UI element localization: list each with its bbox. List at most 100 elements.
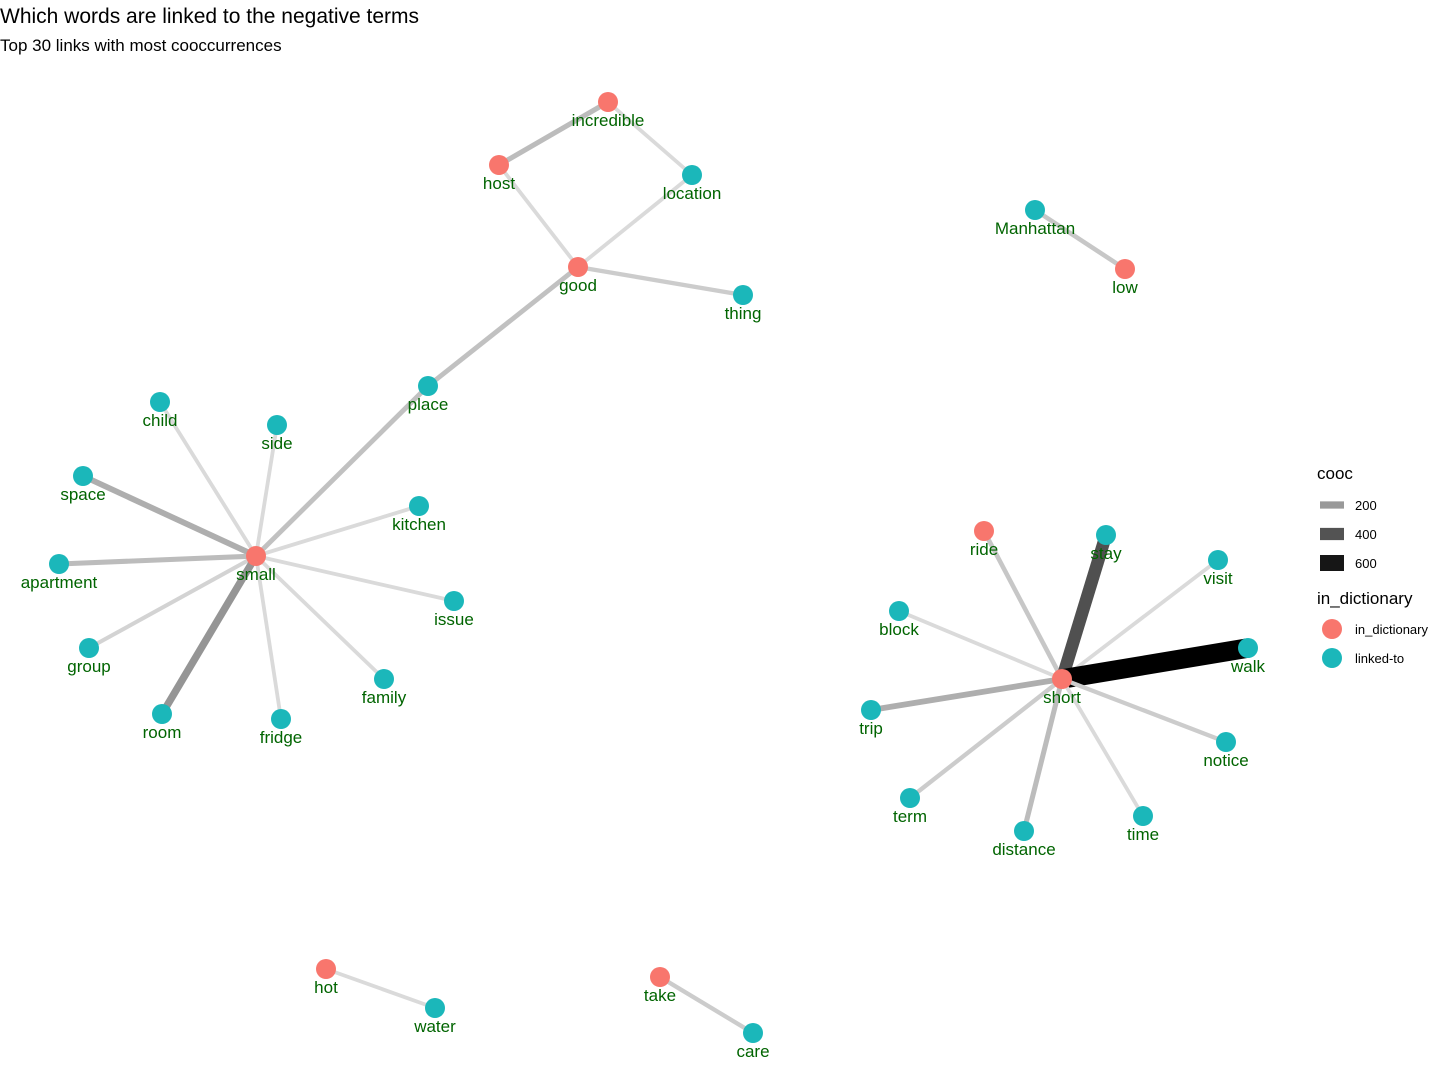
node-ride (974, 521, 994, 541)
edge-distance-short (1021, 678, 1065, 832)
node-label-low: low (1112, 278, 1138, 297)
edge-side-small (254, 424, 279, 557)
node-layer (49, 92, 1258, 1043)
edge-place-small (254, 384, 430, 558)
node-label-issue: issue (434, 610, 474, 629)
node-label-stay: stay (1090, 544, 1122, 563)
edge-visit-short (1060, 558, 1220, 681)
node-hot (316, 959, 336, 979)
chart-subtitle: Top 30 links with most cooccurrences (0, 36, 282, 55)
node-distance (1014, 821, 1034, 841)
node-side (267, 415, 287, 435)
edge-block-short (898, 609, 1063, 681)
node-label-short: short (1043, 688, 1081, 707)
node-notice (1216, 732, 1236, 752)
node-water (425, 998, 445, 1018)
node-label-apartment: apartment (21, 573, 98, 592)
node-issue (444, 591, 464, 611)
node-label-trip: trip (859, 719, 883, 738)
legend-cooc-label-600: 600 (1355, 556, 1377, 571)
node-label-care: care (736, 1042, 769, 1061)
edge-layer (58, 99, 1250, 1035)
edge-term-short (908, 677, 1064, 800)
legend-cooc-label-200: 200 (1355, 498, 1377, 513)
edge-Manhattan-low (1033, 208, 1127, 271)
node-label-group: group (67, 657, 110, 676)
label-layer: incrediblehostlocationgoodthingplaceManh… (21, 111, 1266, 1061)
edge-notice-short (1061, 676, 1227, 745)
node-label-hot: hot (314, 978, 338, 997)
node-incredible (598, 92, 618, 112)
chart-title: Which words are linked to the negative t… (0, 5, 420, 28)
node-block (889, 601, 909, 621)
node-label-space: space (60, 485, 105, 504)
node-good (568, 257, 588, 277)
node-label-good: good (559, 276, 597, 295)
edge-issue-small (255, 554, 455, 603)
node-label-small: small (236, 565, 276, 584)
node-label-incredible: incredible (572, 111, 645, 130)
node-child (150, 392, 170, 412)
node-low (1115, 259, 1135, 279)
node-label-notice: notice (1203, 751, 1248, 770)
node-small (246, 546, 266, 566)
node-walk (1238, 638, 1258, 658)
edge-family-small (254, 554, 386, 681)
edge-kitchen-small (255, 504, 420, 558)
node-label-fridge: fridge (260, 728, 303, 747)
node-label-distance: distance (992, 840, 1055, 859)
node-short (1052, 669, 1072, 689)
edge-room-small (158, 554, 260, 716)
node-label-time: time (1127, 825, 1159, 844)
node-label-location: location (663, 184, 722, 203)
node-label-Manhattan: Manhattan (995, 219, 1075, 238)
node-label-thing: thing (725, 304, 762, 323)
edge-stay-short (1056, 533, 1112, 681)
node-label-family: family (362, 688, 407, 707)
node-care (743, 1023, 763, 1043)
node-host (489, 155, 509, 175)
edge-apartment-small (58, 553, 257, 567)
node-label-child: child (143, 411, 178, 430)
node-take (650, 967, 670, 987)
edge-take-care (658, 975, 755, 1035)
node-thing (733, 285, 753, 305)
node-trip (861, 700, 881, 720)
edge-good-thing (577, 264, 744, 298)
edge-space-small (81, 473, 258, 559)
node-label-room: room (143, 723, 182, 742)
edge-walk-short (1060, 638, 1250, 689)
edge-location-good (576, 173, 694, 269)
edge-hot-water (325, 967, 436, 1010)
node-label-walk: walk (1230, 657, 1266, 676)
legend-cooc-title: cooc (1317, 464, 1353, 483)
edge-host-incredible (497, 99, 610, 168)
node-kitchen (409, 496, 429, 516)
node-label-kitchen: kitchen (392, 515, 446, 534)
node-label-place: place (408, 395, 449, 414)
legend-dict-swatch-in_dictionary (1322, 619, 1342, 639)
node-label-term: term (893, 807, 927, 826)
edge-good-place (426, 265, 580, 388)
node-fridge (271, 709, 291, 729)
node-place (418, 376, 438, 396)
node-family (374, 669, 394, 689)
node-term (900, 788, 920, 808)
node-label-water: water (413, 1017, 456, 1036)
node-room (152, 704, 172, 724)
edge-child-small (158, 400, 258, 558)
node-space (73, 466, 93, 486)
edge-group-small (88, 554, 257, 650)
node-label-take: take (644, 986, 676, 1005)
node-group (79, 638, 99, 658)
edge-fridge-small (254, 555, 283, 720)
node-label-block: block (879, 620, 919, 639)
legend-dict-label-in_dictionary: in_dictionary (1355, 622, 1428, 637)
edge-trip-short (870, 676, 1063, 713)
edge-host-good (497, 163, 580, 269)
node-apartment (49, 554, 69, 574)
